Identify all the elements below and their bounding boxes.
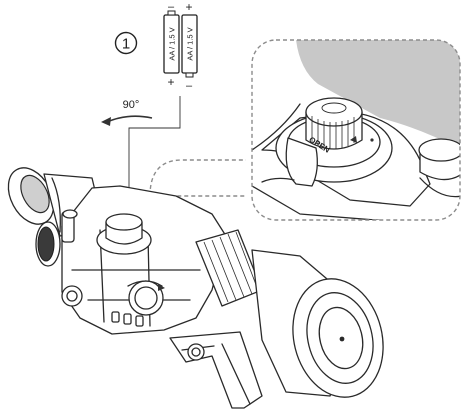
housing-buttons <box>111 311 144 327</box>
battery-cap <box>96 213 152 255</box>
side-dial <box>127 280 165 316</box>
battery-right-top-polarity: + <box>185 0 192 14</box>
rotation-arrow-icon <box>101 117 111 126</box>
lower-knob <box>61 285 83 307</box>
scope-illustration <box>7 167 384 409</box>
left-focus-ring <box>35 209 78 267</box>
battery-right-bottom-polarity: – <box>186 80 193 92</box>
step-number: 1 <box>122 36 130 53</box>
battery-left-top-polarity: – <box>168 1 175 13</box>
battery-right-label: AA / 1.5 V <box>186 27 195 60</box>
rotation-label: 90° <box>123 99 140 111</box>
objective-lens <box>251 249 384 398</box>
battery-right: AA / 1.5 V + – <box>181 0 198 92</box>
battery-left: AA / 1.5 V – + <box>163 1 180 89</box>
detail-inset: OPEN <box>251 39 461 221</box>
mounting-rail <box>169 331 263 409</box>
step-marker: 1 <box>114 31 138 55</box>
rotation-indicator: 90° <box>101 99 153 126</box>
battery-leader-line <box>128 96 181 218</box>
battery-left-label: AA / 1.5 V <box>168 27 177 60</box>
battery-left-bottom-polarity: + <box>167 75 174 89</box>
cap-arrow-icon <box>350 136 357 143</box>
